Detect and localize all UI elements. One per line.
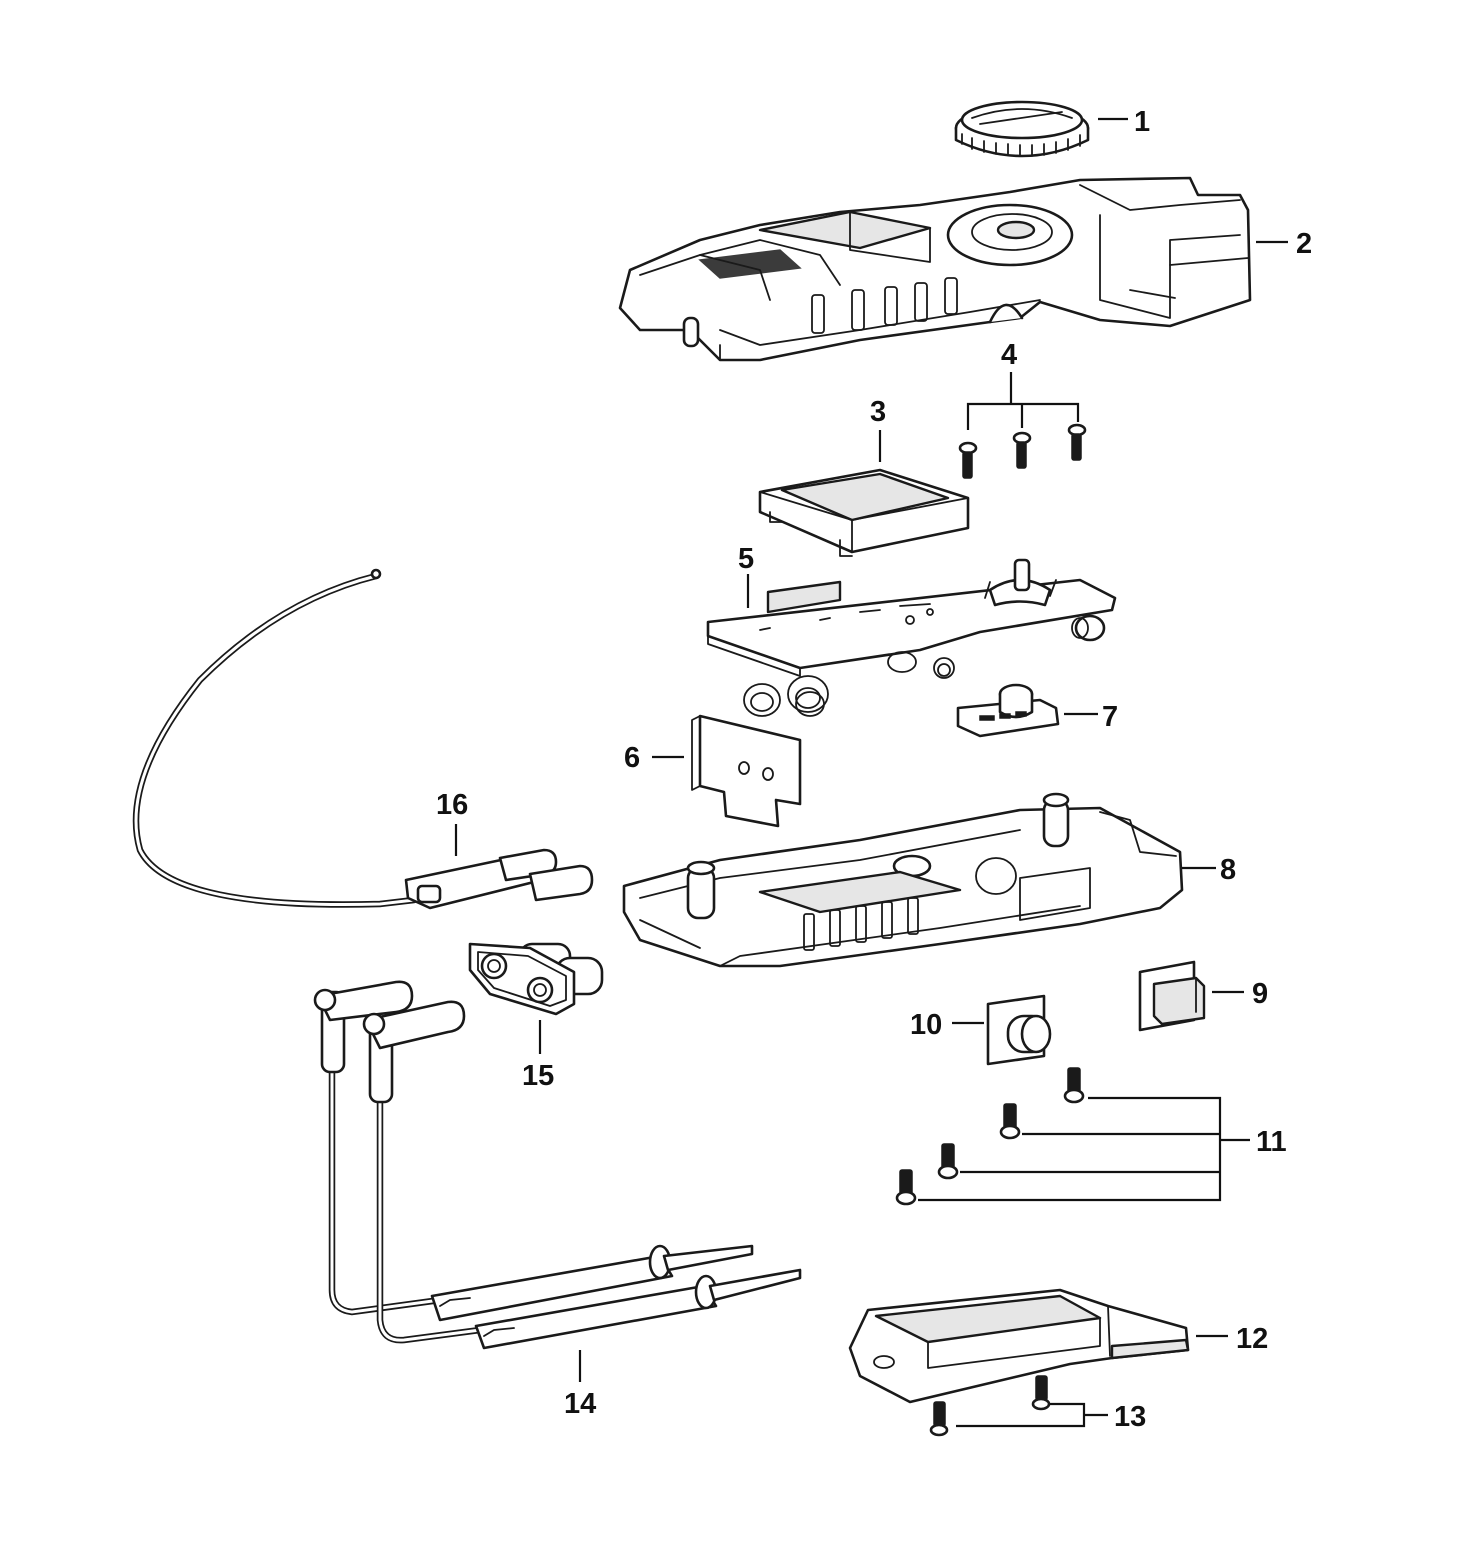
part-5-circuit-board [706,558,1117,717]
screw [999,1103,1021,1140]
leader-11 [918,1096,1250,1202]
callout-15: 15 [522,1060,554,1092]
part-11-screws [895,1067,1085,1206]
part-1-rotary-knob [954,100,1090,158]
screw [958,441,978,479]
callout-13: 13 [1114,1401,1146,1433]
part-10-push-switch [986,994,1052,1066]
part-14-test-leads [313,980,802,1350]
callout-12: 12 [1236,1323,1268,1355]
callout-labels: 1 2 3 4 5 6 7 8 9 10 11 12 13 14 15 16 [436,106,1312,1433]
part-13-screws [929,1375,1051,1437]
part-7-switch [956,683,1060,738]
screw [895,1169,917,1206]
part-3-display-window [758,468,970,557]
leader-4 [966,372,1080,430]
callout-4: 4 [1001,339,1017,371]
screw [937,1143,959,1180]
screw [929,1401,949,1437]
callout-10: 10 [910,1009,942,1041]
callout-16: 16 [436,789,468,821]
screw [1063,1067,1085,1104]
part-12-battery-cover [848,1288,1190,1404]
callout-11: 11 [1256,1126,1287,1158]
part-6-shield-plate [691,714,802,828]
callout-3: 3 [870,396,886,428]
callout-1: 1 [1134,106,1150,138]
callout-14: 14 [564,1388,596,1420]
leader-lines [454,117,1288,1428]
callout-6: 6 [624,742,640,774]
callout-5: 5 [738,543,754,575]
callout-2: 2 [1296,228,1312,260]
part-15-lead-holder [468,942,604,1016]
callout-8: 8 [1220,854,1236,886]
screw [1067,423,1087,461]
part-4-screws [958,423,1087,479]
part-8-bottom-housing [622,792,1184,968]
part-16-sensor-probe [132,568,594,910]
screw [1031,1375,1051,1411]
screw [1012,431,1032,469]
part-9-button [1138,960,1206,1032]
callout-9: 9 [1252,978,1268,1010]
leader-13 [956,1402,1108,1428]
part-2-top-housing [618,176,1252,362]
callout-7: 7 [1102,701,1118,733]
